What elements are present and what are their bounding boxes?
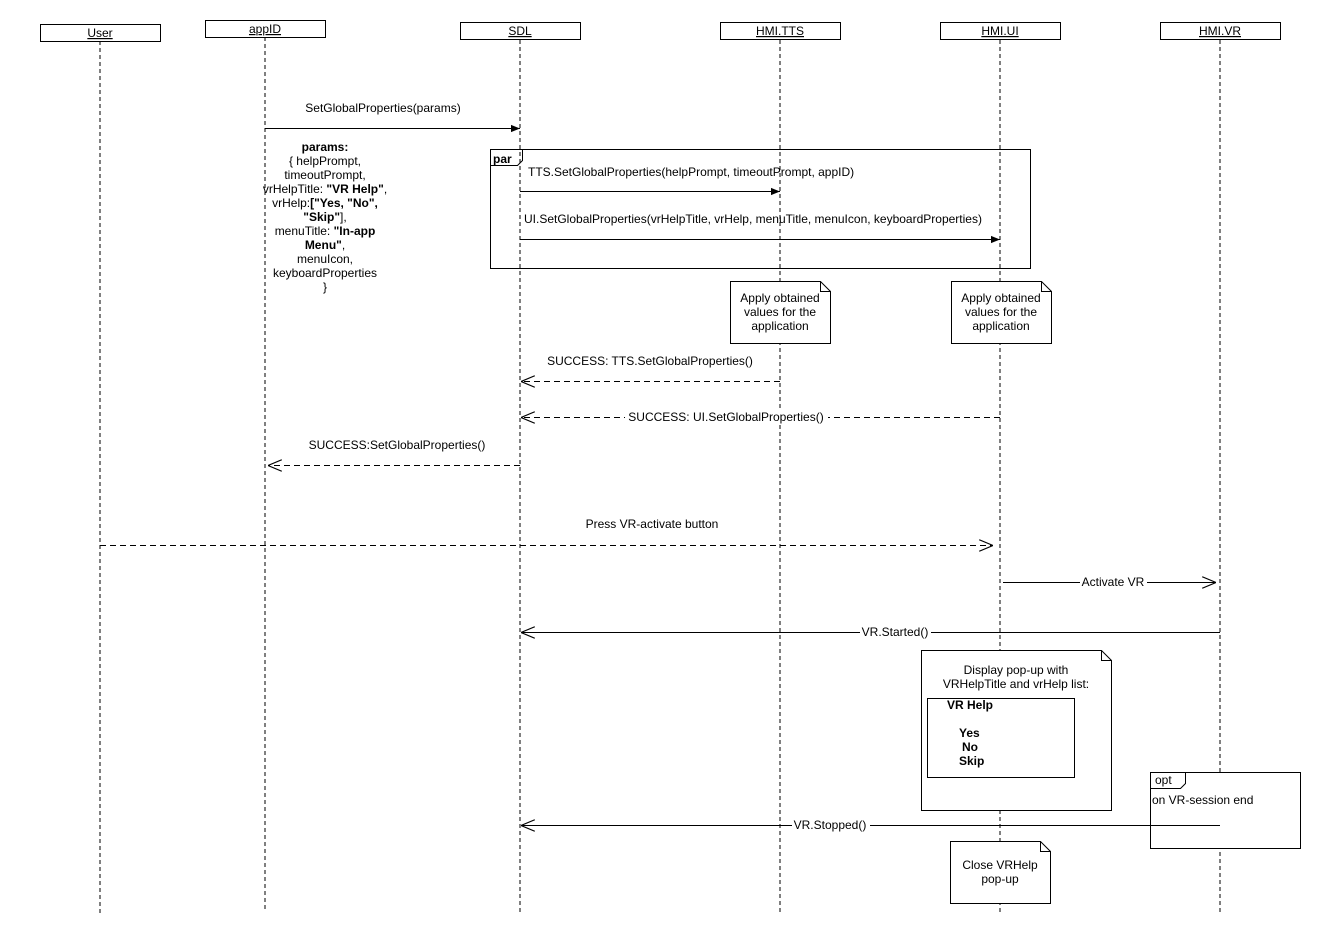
popup-item-no: No: [962, 740, 978, 754]
msg-global-success-label: SUCCESS:SetGlobalProperties(): [309, 438, 486, 452]
note-line: Apply obtained: [961, 291, 1041, 305]
header-hmi-ui-box: [940, 22, 1061, 40]
note-line: Display pop-up with: [963, 663, 1069, 677]
msg-vr-stopped-label: VR.Stopped(): [794, 818, 867, 832]
header-hmi-vr: HMI.VR: [1199, 24, 1241, 38]
msg-press-vr-label: Press VR-activate button: [586, 517, 719, 531]
note-line: values for the: [743, 305, 817, 319]
header-sdl: SDL: [508, 24, 532, 38]
note-display-popup: Display pop-up with VRHelpTitle and vrHe…: [921, 663, 1111, 691]
msg-ui-set-label: UI.SetGlobalProperties(vrHelpTitle, vrHe…: [524, 212, 982, 226]
msg-activate-vr-label: Activate VR: [1082, 575, 1145, 589]
note-tts-apply: Apply obtained values for the applicatio…: [730, 291, 830, 333]
params-line: timeoutPrompt,: [284, 168, 366, 182]
params-value: "VR Help": [326, 182, 384, 196]
header-sdl-box: [460, 22, 581, 40]
params-line: }: [322, 280, 327, 294]
msg-vr-started-label-bg: [860, 624, 931, 640]
popup-box: [927, 698, 1075, 778]
header-hmi-tts-box: [720, 22, 841, 40]
note-close-popup: Close VRHelp pop-up: [950, 858, 1050, 886]
note-ui-apply-shape: [951, 281, 1052, 344]
params-line: "Skip"],: [255, 210, 395, 224]
params-key: vrHelpTitle:: [262, 182, 327, 196]
params-punct: ,: [383, 182, 388, 196]
params-line: keyboardProperties: [272, 266, 378, 280]
msg-set-global-label: SetGlobalProperties(params): [305, 101, 460, 115]
note-line: pop-up: [981, 872, 1019, 886]
params-value: "Skip": [303, 210, 341, 224]
par-fragment-tab: [490, 149, 523, 166]
note-line: VRHelpTitle and vrHelp list:: [942, 677, 1090, 691]
params-punct: ,: [341, 238, 346, 252]
params-note: params: { helpPrompt, timeoutPrompt, vrH…: [255, 140, 395, 294]
popup-item-skip: Skip: [959, 754, 985, 768]
params-line: Menu",: [255, 238, 395, 252]
note-line: Apply obtained: [740, 291, 820, 305]
msg-vr-started-label: VR.Started(): [862, 625, 929, 639]
msg-activate-vr-label-bg: [1080, 574, 1147, 590]
params-line: vrHelp:["Yes, "No",: [255, 196, 395, 210]
header-appid: appID: [249, 22, 281, 36]
header-hmi-vr-box: [1160, 22, 1281, 40]
note-ui-apply: Apply obtained values for the applicatio…: [951, 291, 1051, 333]
params-value: ["Yes, "No",: [310, 196, 378, 210]
params-line: { helpPrompt,: [288, 154, 362, 168]
note-line: values for the: [964, 305, 1038, 319]
popup-item-yes: Yes: [959, 726, 980, 740]
header-hmi-ui: HMI.UI: [981, 24, 1018, 38]
params-key: menuTitle:: [274, 224, 334, 238]
par-fragment: [490, 149, 1031, 269]
header-user-box: [40, 24, 161, 42]
msg-tts-set-label: TTS.SetGlobalProperties(helpPrompt, time…: [528, 165, 854, 179]
params-line: menuIcon,: [296, 252, 354, 266]
params-heading: params:: [301, 140, 349, 154]
note-tts-apply-shape: [730, 281, 831, 344]
header-user: User: [87, 26, 112, 40]
params-value: "In-app: [333, 224, 376, 238]
note-close-popup-shape: [950, 841, 1051, 904]
msg-vr-stopped-label-bg: [792, 817, 870, 833]
opt-fragment: [1150, 772, 1301, 849]
header-hmi-tts: HMI.TTS: [756, 24, 804, 38]
opt-condition: on VR-session end: [1152, 793, 1253, 807]
params-value: Menu": [304, 238, 342, 252]
params-line: vrHelpTitle: "VR Help",: [255, 182, 395, 196]
params-key: vrHelp:: [272, 196, 311, 210]
popup-title: VR Help: [947, 698, 994, 712]
note-line: application: [972, 319, 1030, 333]
note-line: Close VRHelp: [962, 858, 1038, 872]
par-label: par: [493, 152, 512, 166]
vr-help-popup: VR Help Yes No Skip: [927, 698, 1075, 778]
msg-tts-success-label: SUCCESS: TTS.SetGlobalProperties(): [547, 354, 753, 368]
msg-ui-success-label: SUCCESS: UI.SetGlobalProperties(): [628, 410, 823, 424]
params-line: menuTitle: "In-app: [255, 224, 395, 238]
opt-fragment-tab: [1150, 772, 1186, 789]
msg-ui-success-label-bg: [625, 409, 828, 425]
params-punct: ],: [340, 210, 347, 224]
note-line: application: [751, 319, 809, 333]
opt-label: opt: [1155, 773, 1172, 787]
header-appid-box: [205, 20, 326, 38]
